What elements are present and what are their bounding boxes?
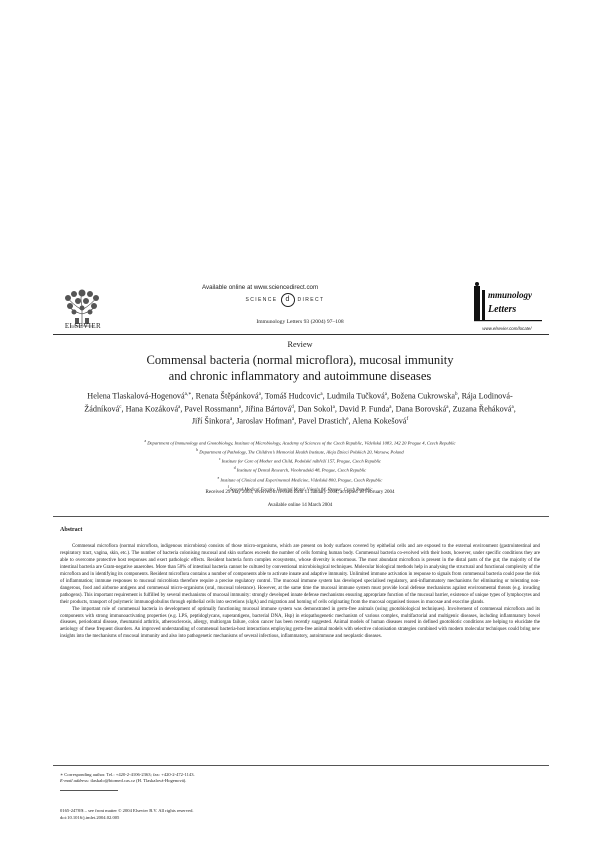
corresponding-author: ∗ Corresponding author. Tel.: +420-2-410…: [60, 772, 195, 777]
abstract-heading: Abstract: [60, 527, 83, 533]
author-sup: c: [119, 404, 122, 410]
author-sup: a: [511, 404, 514, 410]
author-sup: f: [406, 417, 409, 423]
author-sup: a: [332, 404, 335, 410]
affiliation: c Institute for Care of Mother and Child…: [100, 456, 500, 465]
received-dates: Received 29 May 2003; received in revise…: [205, 490, 395, 495]
title-line-2: and chronic inflammatory and autoimmune …: [168, 369, 432, 383]
title-line-1: Commensal bacteria (normal microflora), …: [146, 353, 454, 367]
author: , Pavel Drastich: [294, 417, 347, 427]
author: , Pavel Rossmann: [180, 404, 239, 414]
author: , Tomáš Hudcovic: [260, 391, 321, 401]
author-sup: a,∗: [184, 392, 192, 397]
email-label: E-mail address:: [60, 778, 90, 784]
sciencedirect-logo: SCIENCE d DIRECT: [180, 293, 390, 307]
article-type: Review: [287, 340, 313, 349]
journal-url: www.elsevier.com/locate/: [482, 326, 532, 331]
email-address[interactable]: tlaskalo@biomed.cas.cz (H. Tlaskalová-Ho…: [90, 778, 187, 784]
sciencedirect-left: SCIENCE: [245, 297, 278, 303]
abstract-body: Commensal microflora (normal microflora,…: [60, 544, 540, 641]
author-sup: a: [291, 417, 295, 423]
affiliation-text: Institute for Care of Mother and Child, …: [221, 458, 382, 464]
abstract-paragraph-2: The important role of commensal bacteria…: [60, 606, 540, 640]
author-list: Helena Tlaskalová-Hogenováa,∗, Renata Št…: [80, 389, 520, 427]
author: , Dan Sokol: [293, 404, 333, 414]
author-sup: d: [291, 404, 294, 410]
available-online-date: Available online 14 March 2004: [267, 503, 333, 508]
author: , Renata Štěpánková: [191, 391, 259, 401]
elsevier-tree-logo: [60, 288, 104, 328]
affiliation: f Second Medical Faculty, Hospital Motol…: [100, 484, 500, 493]
svg-text:Letters: Letters: [487, 304, 516, 315]
footnotes: ∗ Corresponding author. Tel.: +420-2-410…: [60, 772, 360, 785]
affiliation-sup: d: [233, 466, 236, 471]
author-sup: a: [258, 392, 261, 397]
author-sup: a: [446, 404, 449, 410]
affiliation-text: Department of Immunology and Gnotobiolog…: [147, 440, 456, 446]
affiliation-text: Institute of Dental Research, Vinohradsk…: [236, 467, 367, 473]
author-line-1: Helena Tlaskalová-Hogenováa,∗, Renata Št…: [80, 389, 520, 427]
affiliation-text: Second Medical Faculty, Hospital Motol, …: [229, 486, 373, 492]
footer-divider: [53, 765, 549, 766]
author-sup: b: [454, 392, 458, 397]
author: , David P. Funda: [334, 404, 390, 414]
article-title: Commensal bacteria (normal microflora), …: [80, 352, 520, 384]
affiliation-sup: b: [196, 448, 199, 453]
author-sup: a: [389, 404, 392, 410]
author: , Božena Cukrowska: [386, 391, 455, 401]
affiliation-text: Institute of Clinical and Experimental M…: [220, 477, 383, 483]
author: , Alena Kokešová: [348, 417, 407, 427]
affiliation-sup: c: [218, 457, 221, 462]
affiliation: b Department of Pathology, The Children’…: [100, 447, 500, 456]
affiliation: e Institute of Clinical and Experimental…: [100, 475, 500, 484]
author-sup: e: [346, 417, 349, 423]
affiliation-text: Department of Pathology, The Children’s …: [199, 449, 404, 455]
affiliation: a Department of Immunology and Gnotobiol…: [100, 438, 500, 447]
author: , Rája Lodinová-Žádníková: [84, 391, 513, 414]
author: Helena Tlaskalová-Hogenová: [87, 391, 185, 401]
author: , Ludmila Tučková: [322, 391, 385, 401]
copyright-block: 0165-2478/$ – see front matter © 2004 El…: [60, 808, 360, 821]
author-sup: a: [384, 392, 387, 397]
author: , Jiřina Bártová: [241, 404, 292, 414]
abstract-divider: [53, 516, 549, 517]
email-line: E-mail address: tlaskalo@biomed.cas.cz (…: [60, 778, 360, 784]
affiliation-sup: a: [144, 439, 147, 443]
author-sup: a: [238, 404, 241, 410]
sciencedirect-mark: d: [280, 293, 295, 307]
publisher-name: ELSEVIER: [64, 322, 102, 330]
affiliation-sup: f: [227, 484, 229, 489]
doi-line[interactable]: doi:10.1016/j.imlet.2004.02.005: [60, 814, 120, 820]
author: , Zuzana Řeháková: [448, 404, 512, 414]
available-online-notice: Available online at www.sciencedirect.co…: [202, 284, 319, 291]
journal-reference: Immunology Letters 93 (2004) 97–108: [256, 319, 344, 325]
svg-text:mmunology: mmunology: [488, 290, 533, 300]
affiliation: d Institute of Dental Research, Vinohrad…: [100, 465, 500, 474]
header-divider: [53, 334, 549, 335]
author: , Jiří Šinkora: [191, 404, 516, 427]
author-sup: a: [320, 392, 323, 397]
author: , Jaroslav Hofman: [232, 417, 292, 427]
abstract-paragraph-1: Commensal microflora (normal microflora,…: [60, 544, 540, 605]
footnote-short-rule: [60, 790, 118, 791]
sciencedirect-right: DIRECT: [297, 297, 325, 303]
author-sup: a: [229, 417, 233, 423]
author: , Dana Borovská: [391, 404, 447, 414]
journal-logo: mmunology Letters: [474, 282, 542, 322]
author-sup: a: [178, 404, 181, 410]
copyright-line: 0165-2478/$ – see front matter © 2004 El…: [60, 808, 194, 813]
author: , Hana Kozáková: [121, 404, 179, 414]
affiliations: a Department of Immunology and Gnotobiol…: [100, 438, 500, 493]
